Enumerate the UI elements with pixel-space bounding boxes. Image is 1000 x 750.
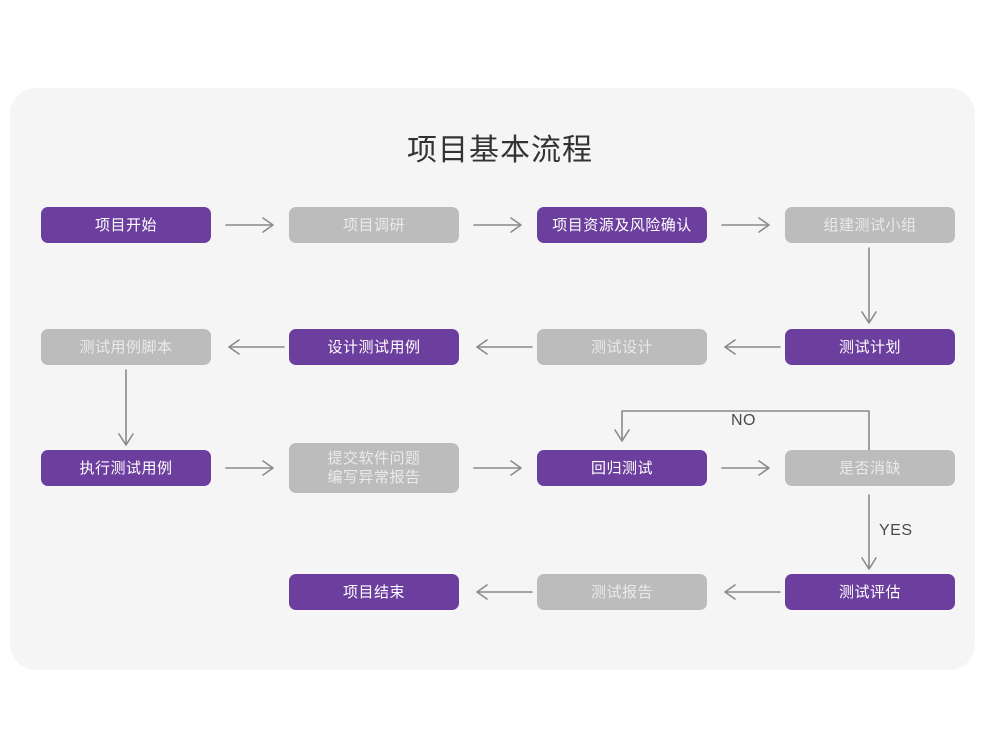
node-test-evaluation[interactable]: 测试评估: [785, 574, 955, 610]
node-test-design[interactable]: 测试设计: [537, 329, 707, 365]
node-test-plan[interactable]: 测试计划: [785, 329, 955, 365]
node-submit-issue-report[interactable]: 提交软件问题 编写异常报告: [289, 443, 459, 493]
page-title: 项目基本流程: [407, 134, 593, 167]
node-defect-cleared[interactable]: 是否消缺: [785, 450, 955, 486]
edge-label-no: NO: [731, 412, 756, 429]
node-regression-test[interactable]: 回归测试: [537, 450, 707, 486]
node-form-test-team[interactable]: 组建测试小组: [785, 207, 955, 243]
edge-label-yes: YES: [879, 522, 913, 539]
node-test-report[interactable]: 测试报告: [537, 574, 707, 610]
node-design-test-case[interactable]: 设计测试用例: [289, 329, 459, 365]
node-project-research[interactable]: 项目调研: [289, 207, 459, 243]
node-project-start[interactable]: 项目开始: [41, 207, 211, 243]
node-resource-risk-confirm[interactable]: 项目资源及风险确认: [537, 207, 707, 243]
node-execute-test-case[interactable]: 执行测试用例: [41, 450, 211, 486]
flowchart-card: [10, 88, 975, 670]
node-project-end[interactable]: 项目结束: [289, 574, 459, 610]
node-test-case-script[interactable]: 测试用例脚本: [41, 329, 211, 365]
